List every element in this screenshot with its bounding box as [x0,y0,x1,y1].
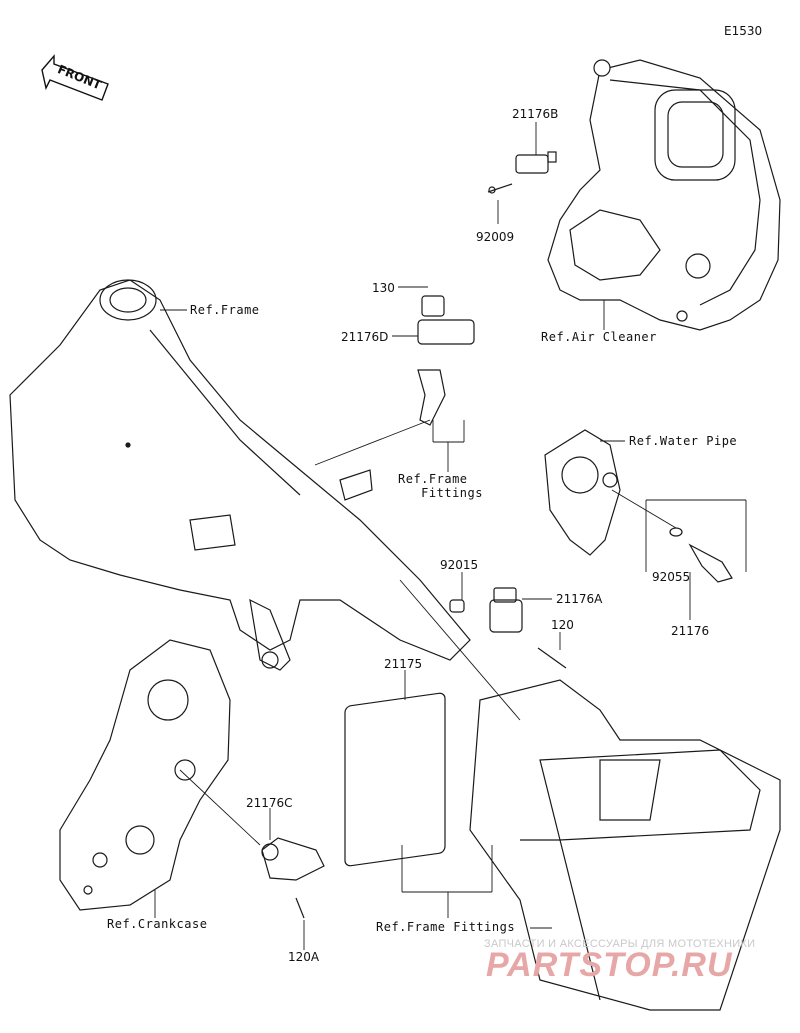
part-21176a: 21176A [556,592,603,606]
part-21176b: 21176B [512,107,559,121]
ref-water-pipe-label: Ref.Water Pipe [629,434,738,448]
part-92009: 92009 [476,230,515,244]
ref-air-cleaner-label: Ref.Air Cleaner [541,330,657,344]
part-21176d: 21176D [341,330,389,344]
part-130: 130 [372,281,395,295]
sensor-21176c-drawing [261,837,325,919]
part-21176c: 21176C [246,796,293,810]
front-arrow-icon: FRONT [41,54,109,101]
part-120: 120 [551,618,574,632]
sensor-21176b-drawing [487,151,557,194]
air-cleaner-drawing [547,59,781,331]
ecu-drawing [344,692,446,867]
part-120a: 120A [288,950,320,964]
part-92055: 92055 [652,570,691,584]
ref-crankcase-label: Ref.Crankcase [107,917,208,931]
watermark-logo: PARTSTOP.RU [486,946,733,984]
sensor-21176d-drawing [417,295,475,426]
crankcase-drawing [59,639,231,911]
frame-drawing [9,279,471,671]
ref-frame-fittings-label: Ref.Frame Fittings [398,472,483,500]
part-21175: 21175 [384,657,423,671]
diagram-code: E1530 [724,24,763,38]
watermark-tagline: ЗАПЧАСТИ И АКСЕССУАРЫ ДЛЯ МОТОТЕХНИКИ [484,938,756,950]
leader-lines [154,122,747,950]
part-92015: 92015 [440,558,479,572]
water-pipe-drawing [544,429,621,556]
ref-frame-label: Ref.Frame [190,303,260,317]
part-21176: 21176 [671,624,710,638]
ref-frame-fittings-label-2: Ref.Frame Fittings [376,920,516,934]
battery-case-drawing [469,679,781,1011]
sensor-21176a-drawing [449,587,567,669]
